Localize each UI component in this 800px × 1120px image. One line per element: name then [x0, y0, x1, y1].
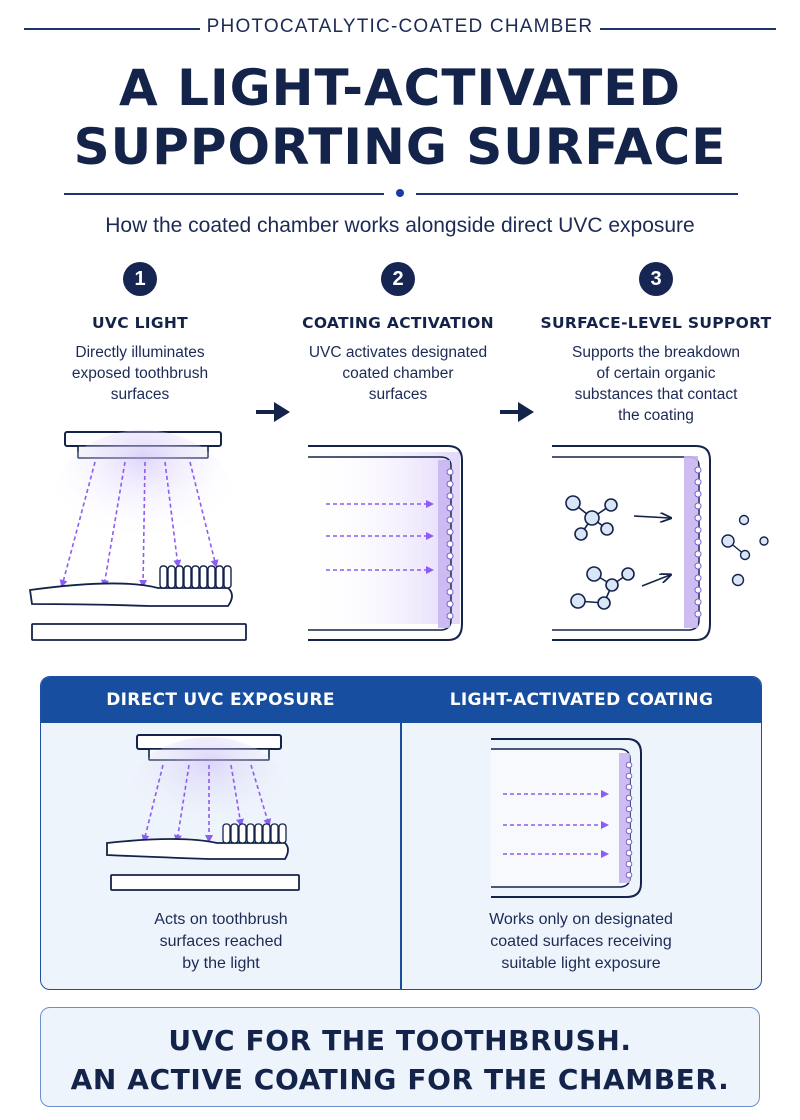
- organic-molecule-icon: [565, 495, 618, 541]
- coating-desc-line: suitable light exposure: [501, 955, 661, 972]
- subtitle: How the coated chamber works alongside d…: [105, 214, 695, 237]
- eyebrow-rule-right: [600, 28, 776, 30]
- step-1-title: UVC LIGHT: [92, 314, 188, 332]
- broken-fragments-icon: [721, 514, 769, 587]
- step-2-number-badge: 2: [381, 262, 415, 296]
- footer-line-2: AN ACTIVE COATING FOR THE CHAMBER.: [70, 1063, 730, 1096]
- uv-rays: [503, 790, 609, 858]
- step-1-desc-line: Directly illuminates: [75, 344, 205, 361]
- coated-chamber-wall-icon: [491, 738, 642, 898]
- step-arrow-icon: [500, 402, 534, 422]
- step-2-title: COATING ACTIVATION: [302, 314, 494, 332]
- comparison-panel: DIRECT UVC EXPOSURE LIGHT-ACTIVATED COAT…: [40, 676, 762, 990]
- step-3-description: Supports the breakdown of certain organi…: [546, 342, 766, 426]
- step-2-desc-line: UVC activates designated: [308, 344, 488, 361]
- uv-rays: [141, 764, 272, 843]
- divider-right: [416, 193, 738, 195]
- direct-uvc-desc-line: Acts on toothbrush: [154, 911, 288, 928]
- step-3-title: SURFACE-LEVEL SUPPORT: [540, 314, 772, 332]
- step-1-desc-line: surfaces: [110, 386, 170, 403]
- step-2-desc-line: surfaces: [368, 386, 428, 403]
- coating-desc-line: Works only on designated: [489, 911, 673, 928]
- steps-illustrations: [28, 402, 769, 641]
- uv-rays: [59, 461, 219, 588]
- uv-rays: [326, 500, 434, 574]
- toothbrush-icon: [28, 565, 247, 641]
- step-2-desc-line: coated chamber: [342, 365, 454, 382]
- comparison-illustrations: [106, 734, 642, 898]
- step-1-description: Directly illuminates exposed toothbrush …: [30, 342, 250, 405]
- direct-uvc-desc-line: surfaces reached: [159, 933, 283, 950]
- step-3-desc-line: of certain organic: [596, 365, 716, 382]
- footer-line-1: UVC FOR THE TOOTHBRUSH.: [168, 1024, 632, 1057]
- step-arrow-icon: [256, 402, 290, 422]
- footer-callout: UVC FOR THE TOOTHBRUSH. AN ACTIVE COATIN…: [40, 1007, 760, 1107]
- coated-chamber-wall-icon: [552, 445, 711, 641]
- step-3-number-badge: 3: [639, 262, 673, 296]
- step-3-desc-line: substances that contact: [574, 386, 738, 403]
- coating-desc-line: coated surfaces receiving: [490, 933, 672, 950]
- divider-dot: [396, 189, 404, 197]
- organic-molecule-icon: [570, 566, 635, 610]
- coated-chamber-wall-icon: [308, 445, 463, 641]
- step-1-desc-line: exposed toothbrush: [71, 365, 209, 382]
- direct-uvc-heading: DIRECT UVC EXPOSURE: [41, 677, 400, 723]
- panel-divider: [400, 677, 402, 989]
- breakdown-arrow-icon: [633, 516, 670, 587]
- step-2-description: UVC activates designated coated chamber …: [278, 342, 518, 405]
- step-1-number-badge: 1: [123, 262, 157, 296]
- step-3-desc-line: Supports the breakdown: [571, 344, 741, 361]
- toothbrush-icon: [106, 823, 300, 891]
- coating-description: Works only on designated coated surfaces…: [421, 909, 741, 975]
- eyebrow-rule-left: [24, 28, 200, 30]
- coating-heading: LIGHT-ACTIVATED COATING: [402, 677, 761, 723]
- direct-uvc-desc-line: by the light: [182, 955, 260, 972]
- divider-left: [64, 193, 384, 195]
- eyebrow-text: PHOTOCATALYTIC-COATED CHAMBER: [206, 16, 594, 37]
- direct-uvc-description: Acts on toothbrush surfaces reached by t…: [61, 909, 381, 975]
- step-3-desc-line: the coating: [618, 407, 694, 424]
- title-line-2: SUPPORTING SURFACE: [73, 118, 727, 176]
- title-line-1: A LIGHT-ACTIVATED: [119, 59, 681, 117]
